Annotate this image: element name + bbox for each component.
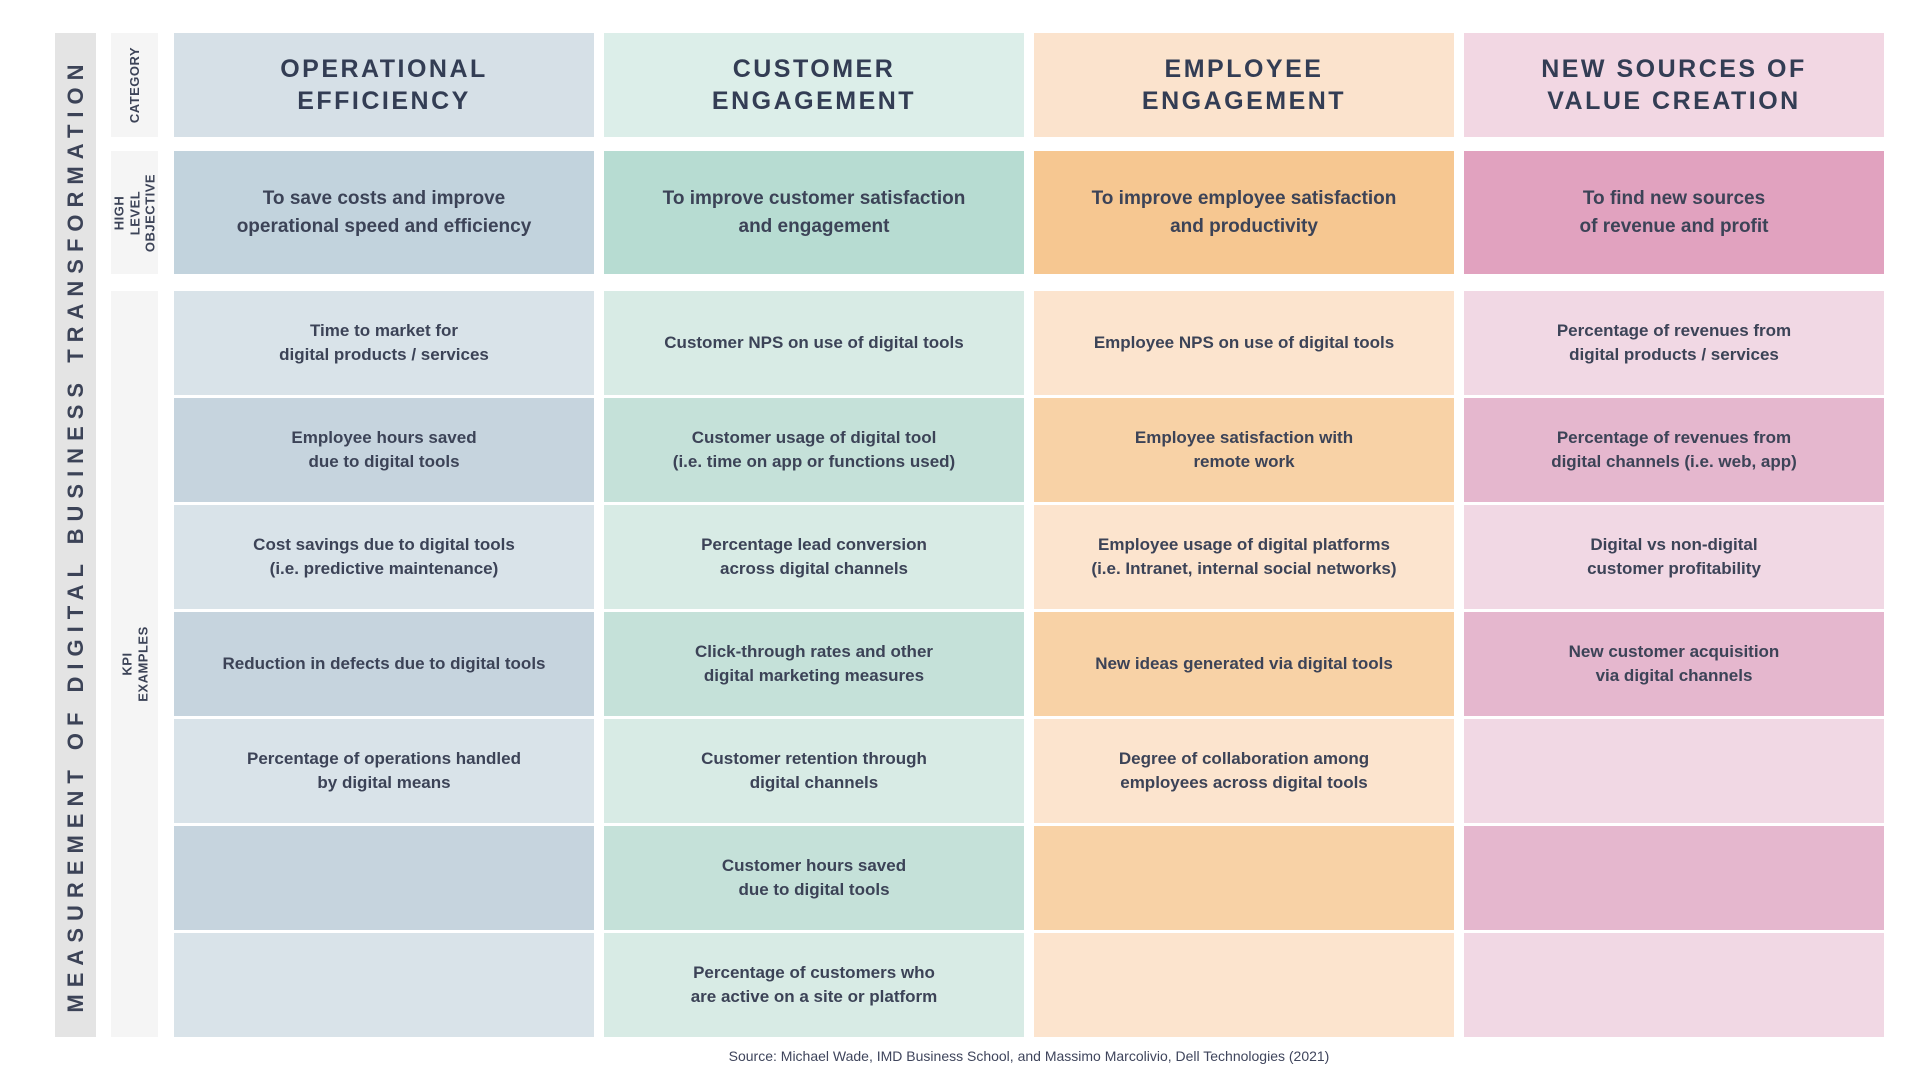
kpi-cell: Customer NPS on use of digital tools xyxy=(604,291,1024,395)
row-label-category: CATEGORY xyxy=(111,33,158,137)
column-customer-engagement: CUSTOMER ENGAGEMENT To improve customer … xyxy=(604,33,1024,1037)
kpi-cell: New customer acquisition via digital cha… xyxy=(1464,612,1884,716)
column-operational-efficiency: OPERATIONAL EFFICIENCY To save costs and… xyxy=(174,33,594,1037)
source-caption: Source: Michael Wade, IMD Business Schoo… xyxy=(728,1048,1330,1064)
kpi-cell-empty xyxy=(1464,933,1884,1037)
vertical-title-bar: MEASUREMENT OF DIGITAL BUSINESS TRANSFOR… xyxy=(55,33,96,1037)
kpi-cell: Percentage of operations handled by digi… xyxy=(174,719,594,823)
row-label-kpi-examples: KPI EXAMPLES xyxy=(111,291,158,1037)
column-header: EMPLOYEE ENGAGEMENT xyxy=(1034,33,1454,137)
row-label-kpi-examples-text: KPI EXAMPLES xyxy=(118,626,150,702)
column-new-sources-of-value-creation: NEW SOURCES OF VALUE CREATION To find ne… xyxy=(1464,33,1884,1037)
kpi-cell: Employee satisfaction with remote work xyxy=(1034,398,1454,502)
kpi-cell: Percentage lead conversion across digita… xyxy=(604,505,1024,609)
kpi-cell-empty xyxy=(1034,933,1454,1037)
column-employee-engagement: EMPLOYEE ENGAGEMENT To improve employee … xyxy=(1034,33,1454,1037)
row-label-category-text: CATEGORY xyxy=(126,46,142,124)
column-objective: To find new sources of revenue and profi… xyxy=(1464,151,1884,274)
kpi-cell: Percentage of revenues from digital chan… xyxy=(1464,398,1884,502)
kpi-cell: Percentage of customers who are active o… xyxy=(604,933,1024,1037)
column-header: OPERATIONAL EFFICIENCY xyxy=(174,33,594,137)
column-header: NEW SOURCES OF VALUE CREATION xyxy=(1464,33,1884,137)
kpi-cell: Employee hours saved due to digital tool… xyxy=(174,398,594,502)
kpi-cell: Digital vs non-digital customer profitab… xyxy=(1464,505,1884,609)
category-columns: OPERATIONAL EFFICIENCY To save costs and… xyxy=(174,33,1884,1037)
row-label-high-level-objective-text: HIGH LEVEL OBJECTIVE xyxy=(111,173,158,252)
kpi-cell: Customer hours saved due to digital tool… xyxy=(604,826,1024,930)
kpi-cell-empty xyxy=(1464,719,1884,823)
kpi-cell-empty xyxy=(174,826,594,930)
kpi-cell: Time to market for digital products / se… xyxy=(174,291,594,395)
kpi-cell: New ideas generated via digital tools xyxy=(1034,612,1454,716)
kpi-cell: Click-through rates and other digital ma… xyxy=(604,612,1024,716)
kpi-matrix: MEASUREMENT OF DIGITAL BUSINESS TRANSFOR… xyxy=(55,33,1884,1037)
column-header: CUSTOMER ENGAGEMENT xyxy=(604,33,1024,137)
kpi-cell: Employee NPS on use of digital tools xyxy=(1034,291,1454,395)
kpi-cell-empty xyxy=(1464,826,1884,930)
kpi-cell: Degree of collaboration among employees … xyxy=(1034,719,1454,823)
kpi-cell: Percentage of revenues from digital prod… xyxy=(1464,291,1884,395)
kpi-cell: Cost savings due to digital tools (i.e. … xyxy=(174,505,594,609)
kpi-cell: Reduction in defects due to digital tool… xyxy=(174,612,594,716)
kpi-cell-empty xyxy=(1034,826,1454,930)
vertical-title: MEASUREMENT OF DIGITAL BUSINESS TRANSFOR… xyxy=(62,57,88,1013)
column-objective: To improve employee satisfaction and pro… xyxy=(1034,151,1454,274)
row-label-high-level-objective: HIGH LEVEL OBJECTIVE xyxy=(111,151,158,274)
column-objective: To improve customer satisfaction and eng… xyxy=(604,151,1024,274)
kpi-cell: Customer retention through digital chann… xyxy=(604,719,1024,823)
row-label-rail: CATEGORY HIGH LEVEL OBJECTIVE KPI EXAMPL… xyxy=(111,33,158,1037)
column-objective: To save costs and improve operational sp… xyxy=(174,151,594,274)
kpi-cell: Employee usage of digital platforms (i.e… xyxy=(1034,505,1454,609)
kpi-cell: Customer usage of digital tool (i.e. tim… xyxy=(604,398,1024,502)
kpi-cell-empty xyxy=(174,933,594,1037)
